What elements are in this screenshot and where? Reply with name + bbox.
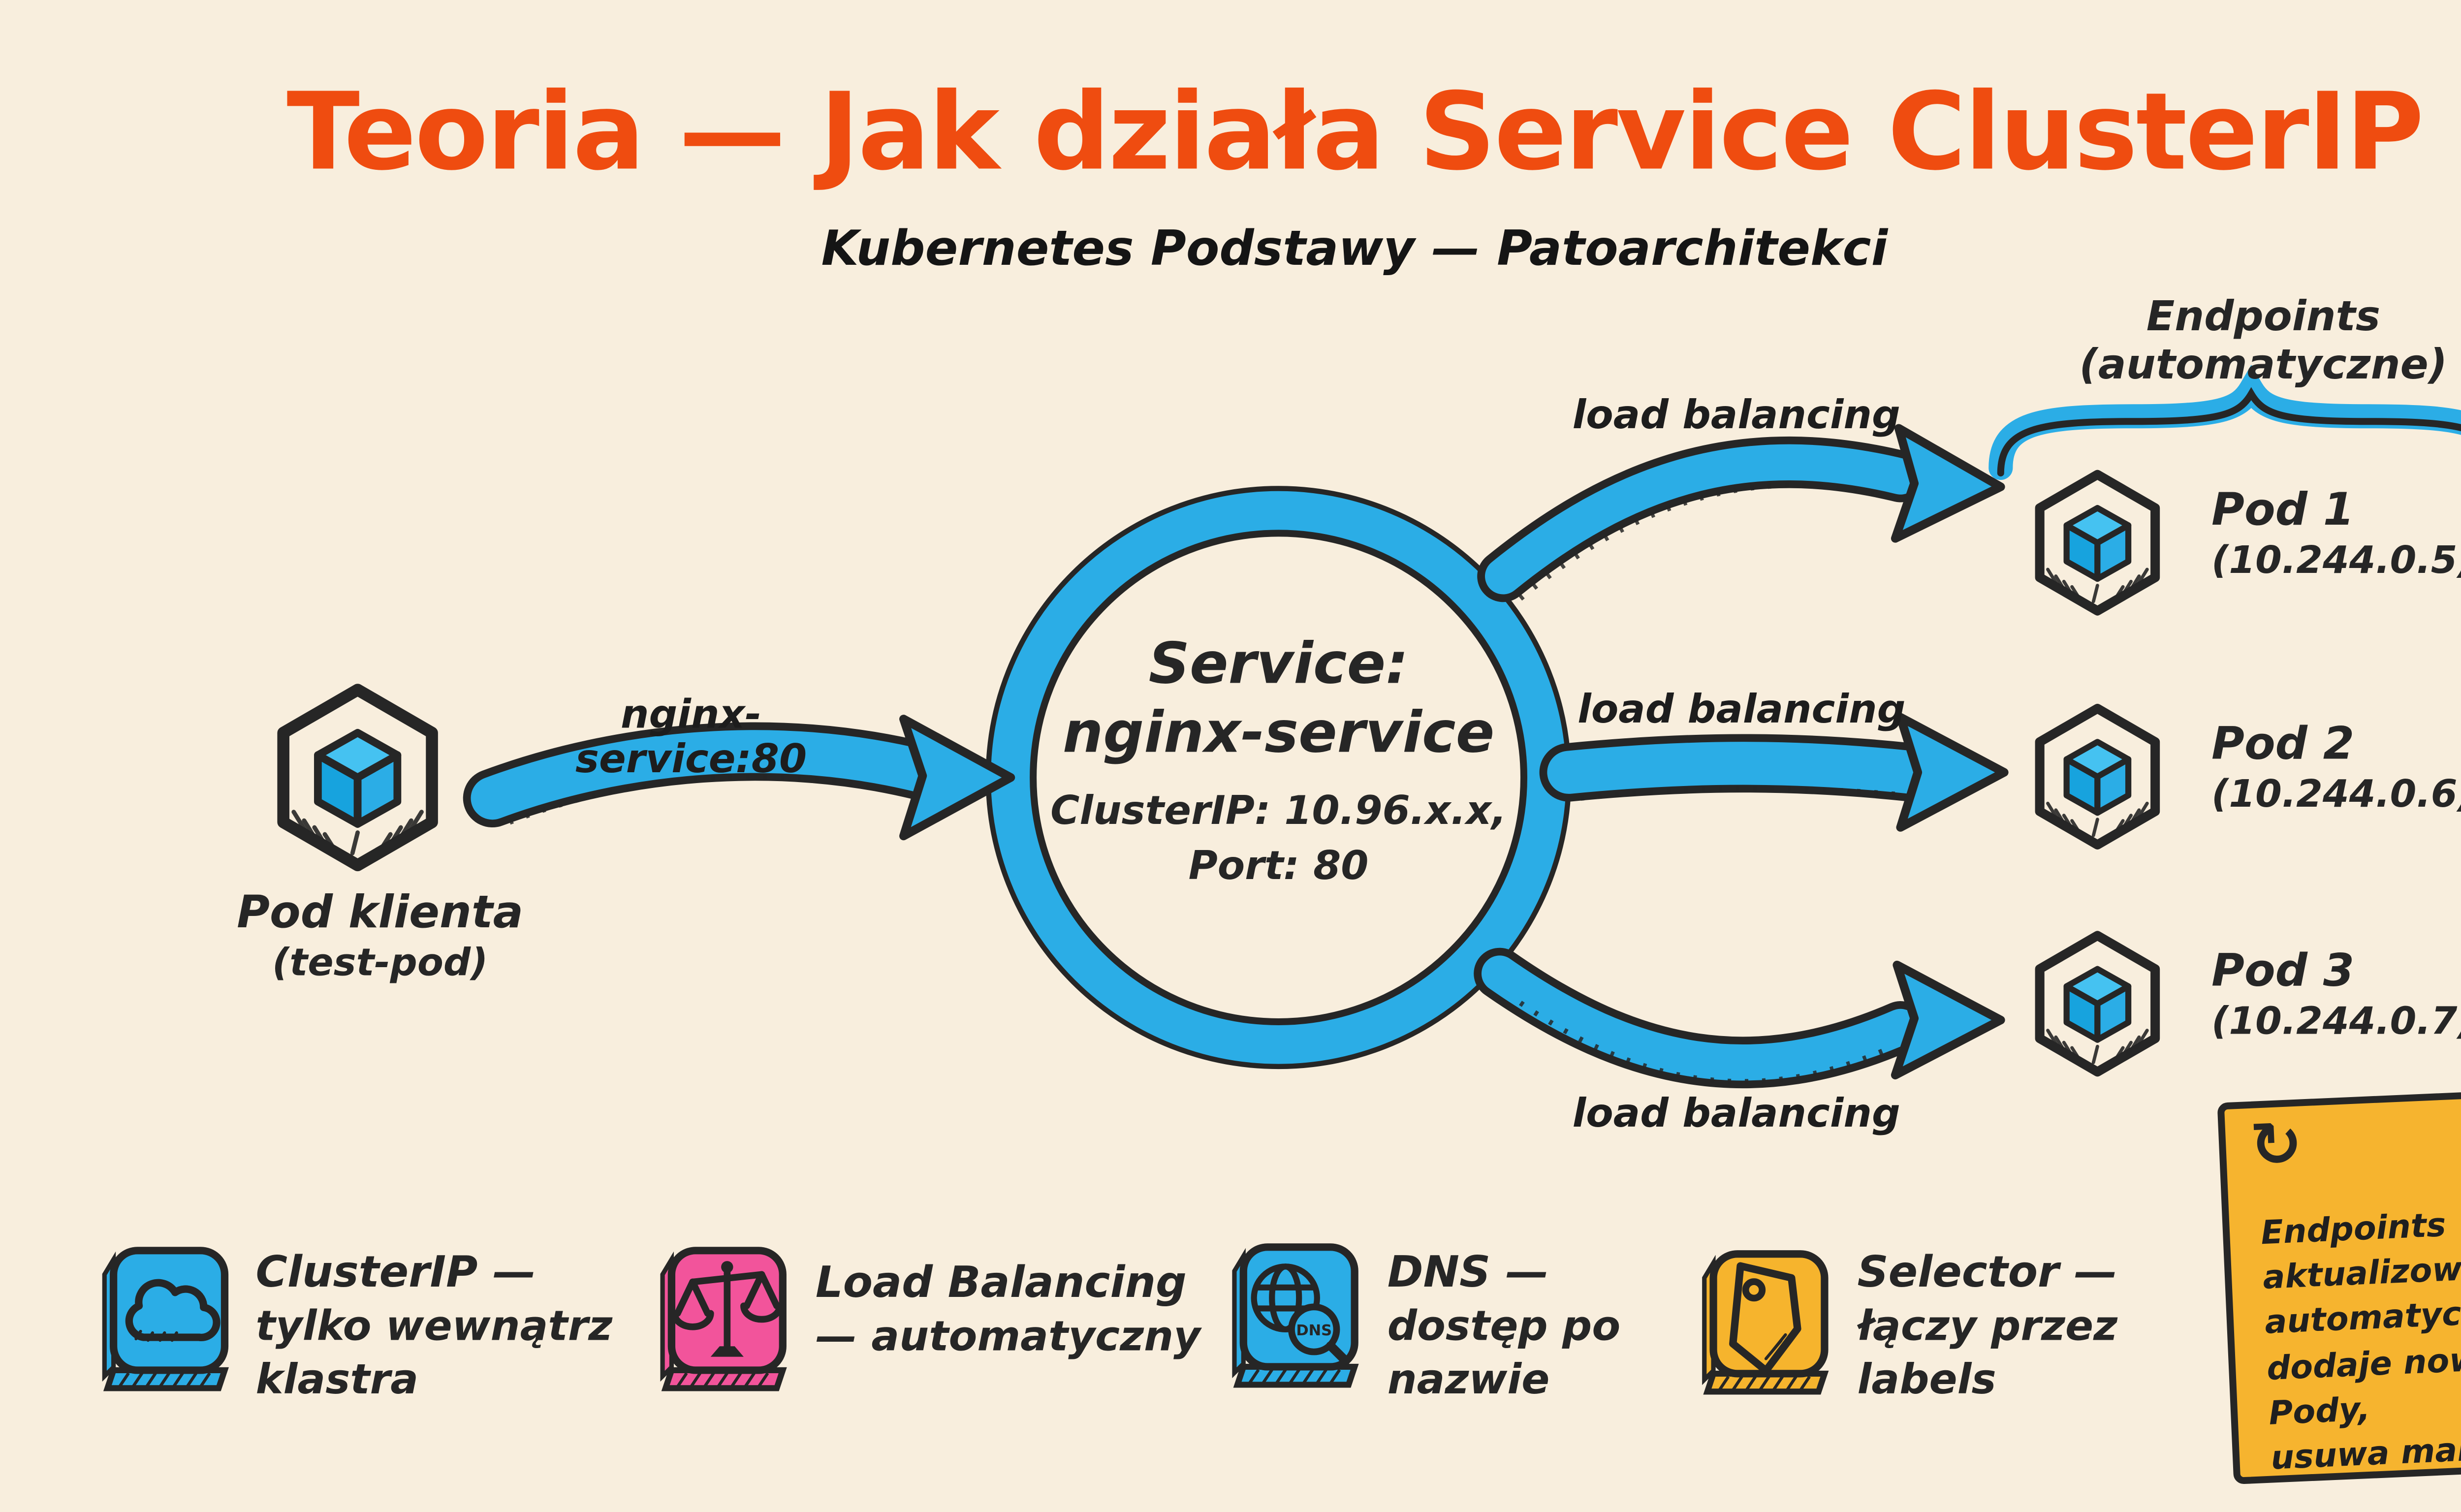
legend-dns-line1: dostęp po — [1387, 1302, 1621, 1351]
pod3-icon — [2030, 929, 2165, 1078]
endpoints-label: Endpoints (automatyczne) — [2079, 292, 2448, 389]
pod3-name: Pod 3 — [2211, 946, 2355, 998]
legend-selector-line1: łączy przez — [1857, 1302, 2118, 1351]
legend-dns-title: DNS — — [1387, 1247, 1549, 1297]
sticky-line1: Endpoints — [2260, 1206, 2447, 1253]
pod1-icon — [2030, 468, 2165, 618]
lb-label-2: load balancing — [1578, 688, 1906, 733]
clusterip-cloud-icon — [102, 1247, 229, 1391]
lb-label-1: load balancing — [1572, 394, 1900, 439]
legend-load-balancing-title: Load Balancing — [815, 1257, 1187, 1308]
pod1-ip: (10.244.0.5) — [2211, 540, 2461, 583]
request-arrow-label: nginx-service:80 — [575, 693, 807, 783]
service-clusterip: ClusterIP: 10.96.x.x, — [1050, 789, 1507, 835]
legend-clusterip-title: ClusterIP — — [255, 1247, 536, 1297]
pod2-label: Pod 2 (10.244.0.6) — [2211, 723, 2461, 816]
legend-load-balancing-line1: — automatyczny — [815, 1312, 1201, 1361]
refresh-icon: ↻ — [2248, 1109, 2304, 1183]
pod3-ip: (10.244.0.7) — [2211, 1001, 2461, 1044]
pod2-icon — [2030, 702, 2165, 851]
dns-badge-text: DNS — [1296, 1322, 1332, 1339]
pod1-label: Pod 1 (10.244.0.5) — [2211, 489, 2461, 582]
lb-label-3: load balancing — [1572, 1092, 1900, 1137]
lb-arrow-2 — [1539, 713, 2009, 832]
page-subtitle: Kubernetes Podstawy — Patoarchitekci — [821, 220, 1888, 277]
legend-selector-title: Selector — — [1857, 1247, 2117, 1297]
dns-globe-icon: DNS — [1232, 1243, 1359, 1388]
service-line1: Service: — [1148, 630, 1409, 697]
page-title: Teoria — Jak działa Service ClusterIP — [286, 68, 2424, 194]
client-pod-name: Pod klienta — [237, 887, 524, 940]
legend-clusterip: ClusterIP — tylko wewnątrz klastra — [256, 1245, 636, 1406]
client-pod-label: Pod klienta (test-pod) — [199, 891, 562, 984]
sticky-line4: dodaje nowe Pody, — [2266, 1339, 2461, 1433]
lb-arrow-3 — [1474, 947, 2005, 1089]
service-line2: nginx-service — [1062, 697, 1495, 765]
pod1-name: Pod 1 — [2211, 485, 2355, 537]
legend-clusterip-line1: tylko wewnątrz — [255, 1302, 613, 1351]
endpoints-brace — [1988, 365, 2461, 480]
sticky-note-text: Endpoints aktualizowane automatycznie — … — [2260, 1197, 2461, 1481]
client-pod-sub: (test-pod) — [272, 943, 488, 986]
lb-arrow-1 — [1477, 424, 2005, 602]
legend-clusterip-line2: klastra — [255, 1354, 419, 1403]
pod3-label: Pod 3 (10.244.0.7) — [2211, 949, 2461, 1042]
legend-selector: Selector — łączy przez labels — [1857, 1245, 2203, 1406]
service-label: Service: nginx-service ClusterIP: 10.96.… — [1023, 630, 1534, 892]
pod2-name: Pod 2 — [2211, 719, 2355, 771]
client-pod-icon — [271, 681, 444, 874]
legend-dns: DNS — dostęp po nazwie — [1388, 1245, 1733, 1406]
service-port: Port: 80 — [1188, 844, 1369, 889]
legend-load-balancing: Load Balancing — automatyczny — [816, 1256, 1213, 1363]
selector-tag-icon — [1702, 1250, 1829, 1395]
pod2-ip: (10.244.0.6) — [2211, 774, 2461, 818]
legend-dns-line2: nazwie — [1387, 1354, 1550, 1403]
sticky-note: ↻ ♡ Endpoints aktualizowane automatyczni… — [2217, 1085, 2461, 1484]
load-balancing-scales-icon — [660, 1247, 787, 1391]
legend-selector-line2: labels — [1857, 1354, 1996, 1403]
